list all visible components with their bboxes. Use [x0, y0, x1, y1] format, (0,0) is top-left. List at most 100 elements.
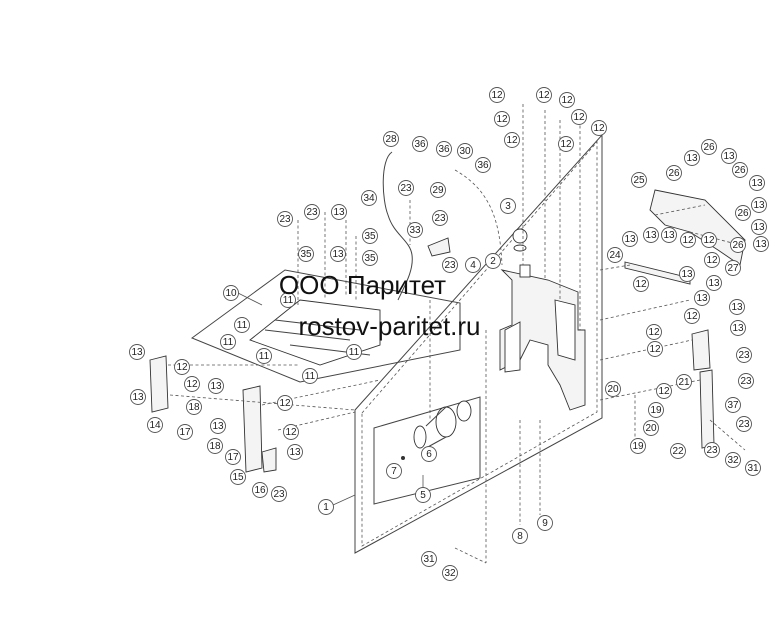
callout-circle — [704, 252, 720, 268]
callout-number: 12 — [285, 427, 297, 438]
callout-13: 13 — [679, 266, 695, 282]
callout-6: 6 — [421, 446, 437, 462]
callout-12: 12 — [591, 120, 607, 136]
callout-number: 12 — [573, 112, 585, 123]
callout-circle — [442, 565, 458, 581]
callout-number: 12 — [176, 362, 188, 373]
callout-circle — [362, 250, 378, 266]
callout-circle — [736, 416, 752, 432]
callout-13: 13 — [729, 299, 745, 315]
callout-12: 12 — [174, 359, 190, 375]
callout-1: 1 — [318, 499, 334, 515]
callout-circle — [475, 157, 491, 173]
callout-13: 13 — [661, 227, 677, 243]
callout-circle — [287, 444, 303, 460]
callout-20: 20 — [643, 420, 659, 436]
callout-30: 30 — [457, 143, 473, 159]
callout-circle — [457, 143, 473, 159]
callout-circle — [631, 172, 647, 188]
callout-number: 20 — [607, 384, 619, 395]
callout-number: 17 — [179, 427, 191, 438]
callout-number: 11 — [237, 320, 248, 331]
callout-number: 16 — [254, 485, 266, 496]
callout-circle — [605, 381, 621, 397]
callout-circle — [465, 257, 481, 273]
callout-circle — [701, 139, 717, 155]
callout-number: 35 — [300, 249, 312, 260]
callout-circle — [277, 211, 293, 227]
callout-36: 36 — [412, 136, 428, 152]
callout-23: 23 — [304, 204, 320, 220]
left-brackets — [149, 355, 277, 473]
callout-circle — [751, 219, 767, 235]
callout-number: 12 — [491, 90, 503, 101]
callout-35: 35 — [362, 250, 378, 266]
callout-circle — [684, 308, 700, 324]
cable — [382, 151, 413, 301]
callout-circle — [361, 190, 377, 206]
callout-24: 24 — [607, 247, 623, 263]
callout-number: 12 — [506, 135, 518, 146]
callout-12: 12 — [571, 109, 587, 125]
callout-31: 31 — [421, 551, 437, 567]
callout-11: 11 — [302, 368, 318, 384]
callout-number: 32 — [727, 455, 739, 466]
watermark-site: rostov-paritet.ru — [298, 311, 481, 341]
callout-23: 23 — [432, 210, 448, 226]
callout-number: 22 — [672, 446, 684, 457]
callout-circle — [346, 344, 362, 360]
callout-number: 13 — [755, 239, 767, 250]
callout-number: 32 — [444, 568, 456, 579]
callout-3: 3 — [500, 198, 516, 214]
callout-number: 26 — [734, 165, 746, 176]
callout-number: 11 — [259, 351, 270, 362]
callout-2: 2 — [485, 253, 501, 269]
callout-number: 12 — [648, 327, 660, 338]
callout-circle — [220, 334, 236, 350]
callout-number: 23 — [444, 260, 456, 271]
callout-22: 22 — [670, 443, 686, 459]
callout-circle — [559, 92, 575, 108]
callout-number: 6 — [426, 449, 432, 460]
callout-12: 12 — [558, 136, 574, 152]
callout-12: 12 — [184, 376, 200, 392]
callout-number: 12 — [658, 386, 670, 397]
callout-number: 36 — [438, 144, 450, 155]
callout-number: 31 — [423, 554, 435, 565]
callout-number: 34 — [363, 193, 375, 204]
callout-36: 36 — [436, 141, 452, 157]
callout-circle — [666, 165, 682, 181]
callout-4: 4 — [465, 257, 481, 273]
callout-12: 12 — [283, 424, 299, 440]
callout-circle — [442, 257, 458, 273]
callout-circle — [298, 246, 314, 262]
callout-circle — [749, 175, 765, 191]
callout-13: 13 — [749, 175, 765, 191]
callout-circle — [512, 528, 528, 544]
callout-number: 26 — [668, 168, 680, 179]
callout-15: 15 — [230, 469, 246, 485]
callout-circle — [684, 150, 700, 166]
callout-number: 9 — [542, 518, 548, 529]
callout-20: 20 — [605, 381, 621, 397]
callout-13: 13 — [622, 231, 638, 247]
callout-circle — [407, 222, 423, 238]
callout-13: 13 — [331, 204, 347, 220]
callout-circle — [643, 420, 659, 436]
callout-circle — [643, 227, 659, 243]
callout-circle — [362, 228, 378, 244]
callout-circle — [174, 359, 190, 375]
callout-number: 13 — [731, 302, 743, 313]
callout-circle — [646, 324, 662, 340]
callout-number: 12 — [682, 235, 694, 246]
callout-17: 17 — [177, 424, 193, 440]
callout-number: 14 — [149, 420, 161, 431]
callout-circle — [680, 232, 696, 248]
callout-34: 34 — [361, 190, 377, 206]
leader-1 — [332, 494, 356, 506]
callout-number: 23 — [273, 489, 285, 500]
callout-number: 13 — [723, 151, 735, 162]
callout-10: 10 — [223, 285, 239, 301]
callout-13: 13 — [751, 219, 767, 235]
callout-number: 12 — [649, 344, 661, 355]
